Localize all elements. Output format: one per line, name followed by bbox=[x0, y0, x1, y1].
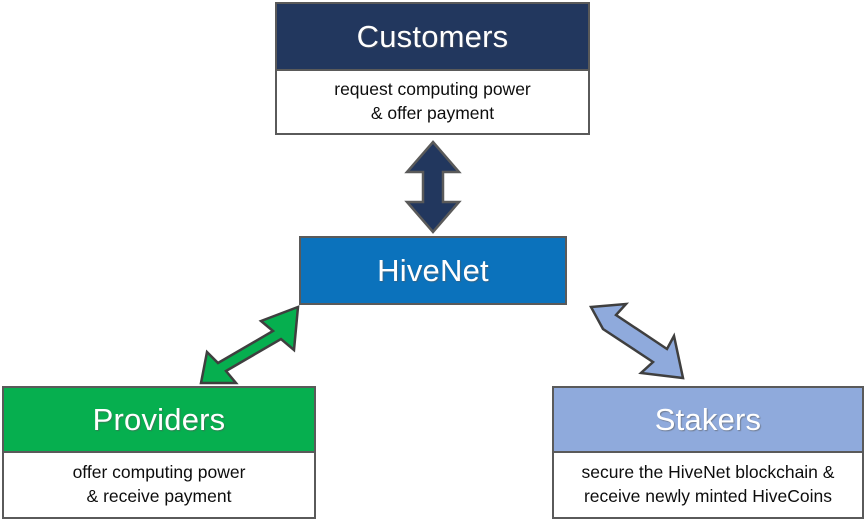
connector-customers-hivenet-double-arrow bbox=[404, 140, 462, 234]
node-stakers-body: secure the HiveNet blockchain & receive … bbox=[554, 453, 862, 517]
node-stakers-body-line2: receive newly minted HiveCoins bbox=[583, 486, 833, 506]
node-hivenet[interactable]: HiveNet bbox=[299, 236, 567, 305]
node-stakers-divider bbox=[554, 451, 862, 453]
node-customers[interactable]: Customers request computing power & offe… bbox=[275, 2, 590, 135]
node-customers-body: request computing power & offer payment bbox=[277, 71, 588, 133]
node-providers-header: Providers bbox=[4, 388, 314, 451]
node-stakers[interactable]: Stakers secure the HiveNet blockchain & … bbox=[552, 386, 864, 519]
node-providers[interactable]: Providers offer computing power & receiv… bbox=[2, 386, 316, 519]
node-providers-body-line2: & receive payment bbox=[86, 486, 232, 506]
node-providers-divider bbox=[4, 451, 314, 453]
connector-stakers-hivenet-double-arrow bbox=[588, 301, 686, 387]
node-customers-divider bbox=[277, 69, 588, 71]
node-customers-body-line2: & offer payment bbox=[370, 103, 495, 123]
node-providers-body: offer computing power & receive payment bbox=[4, 453, 314, 517]
node-customers-body-line1: request computing power bbox=[334, 79, 531, 100]
node-stakers-header: Stakers bbox=[554, 388, 862, 451]
node-customers-header: Customers bbox=[277, 4, 588, 69]
node-stakers-body-line1: secure the HiveNet blockchain & bbox=[581, 462, 835, 483]
node-hivenet-header: HiveNet bbox=[301, 238, 565, 303]
connector-providers-hivenet-double-arrow bbox=[199, 303, 301, 387]
node-providers-body-line1: offer computing power bbox=[72, 462, 246, 483]
